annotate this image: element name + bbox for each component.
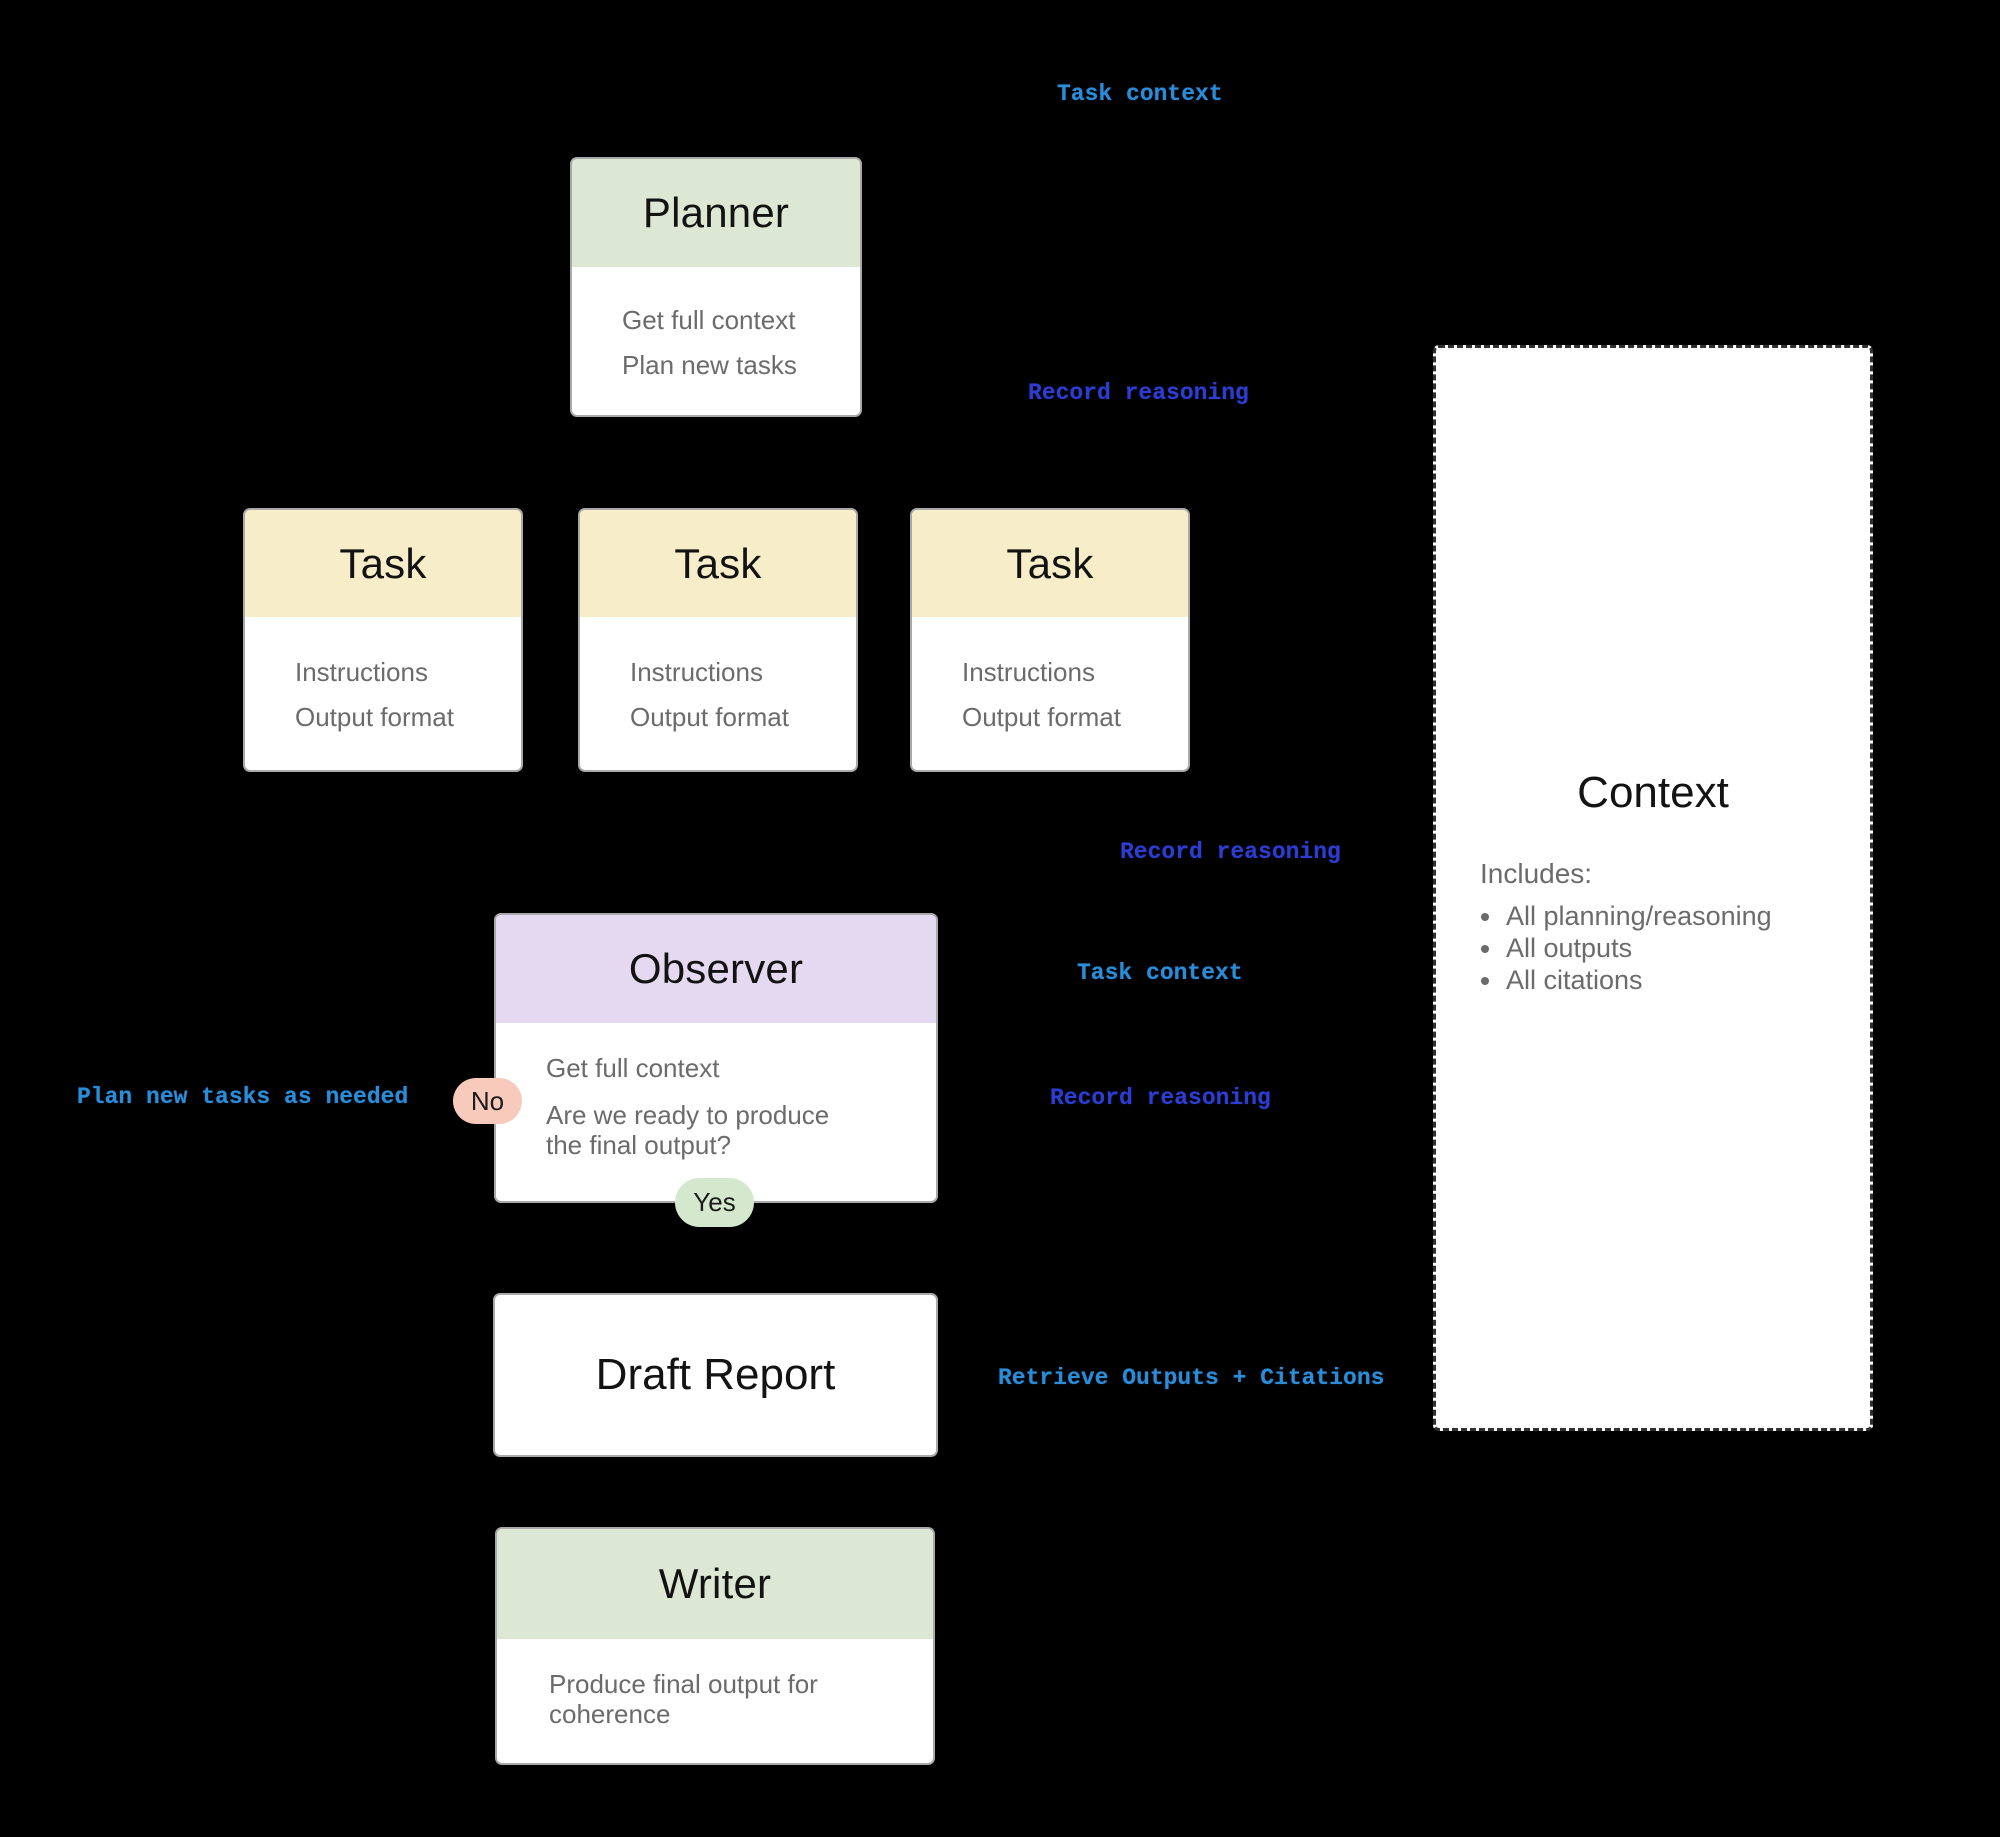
planner-line: Plan new tasks xyxy=(622,350,797,380)
label-task-context-observer: Task context xyxy=(1077,960,1243,986)
observer-line: Get full context xyxy=(546,1053,720,1083)
yes-badge: Yes xyxy=(675,1178,754,1227)
observer-title: Observer xyxy=(496,915,936,1023)
label-task-context-top: Task context xyxy=(1057,81,1223,107)
task-line: Instructions xyxy=(962,657,1095,687)
task-node-1: Task Instructions Output format xyxy=(243,508,523,772)
context-title: Context xyxy=(1577,768,1729,817)
task-node-3: Task Instructions Output format xyxy=(910,508,1190,772)
label-retrieve-outputs: Retrieve Outputs + Citations xyxy=(998,1365,1385,1391)
context-bullet: All outputs xyxy=(1504,932,1870,964)
task-node-2: Task Instructions Output format xyxy=(578,508,858,772)
draft-report-node: Draft Report xyxy=(493,1293,938,1457)
context-bullet: All citations xyxy=(1504,964,1870,996)
label-record-reasoning-3: Record reasoning xyxy=(1050,1085,1271,1111)
planner-node: Planner Get full context Plan new tasks xyxy=(570,157,862,417)
planner-line: Get full context xyxy=(622,305,796,335)
label-record-reasoning-1: Record reasoning xyxy=(1028,380,1249,406)
task-line: Output format xyxy=(962,702,1121,732)
no-badge: No xyxy=(453,1078,522,1124)
planner-title: Planner xyxy=(572,159,860,267)
writer-title: Writer xyxy=(497,1529,933,1639)
writer-line: Produce final output for coherence xyxy=(549,1669,818,1729)
task-title: Task xyxy=(580,510,856,617)
label-plan-new-tasks: Plan new tasks as needed xyxy=(77,1084,409,1110)
context-panel: Context Includes: All planning/reasoning… xyxy=(1433,345,1873,1431)
task-line: Output format xyxy=(295,702,454,732)
observer-node: Observer Get full context Are we ready t… xyxy=(494,913,938,1203)
label-record-reasoning-2: Record reasoning xyxy=(1120,839,1341,865)
task-line: Instructions xyxy=(630,657,763,687)
task-line: Output format xyxy=(630,702,789,732)
context-bullet-list: All planning/reasoning All outputs All c… xyxy=(1436,900,1870,996)
task-title: Task xyxy=(912,510,1188,617)
context-includes-label: Includes: xyxy=(1480,858,1593,889)
task-title: Task xyxy=(245,510,521,617)
context-bullet: All planning/reasoning xyxy=(1504,900,1870,932)
draft-report-title: Draft Report xyxy=(595,1350,836,1399)
observer-line: Are we ready to produce the final output… xyxy=(546,1100,830,1160)
writer-node: Writer Produce final output for coherenc… xyxy=(495,1527,935,1765)
task-line: Instructions xyxy=(295,657,428,687)
